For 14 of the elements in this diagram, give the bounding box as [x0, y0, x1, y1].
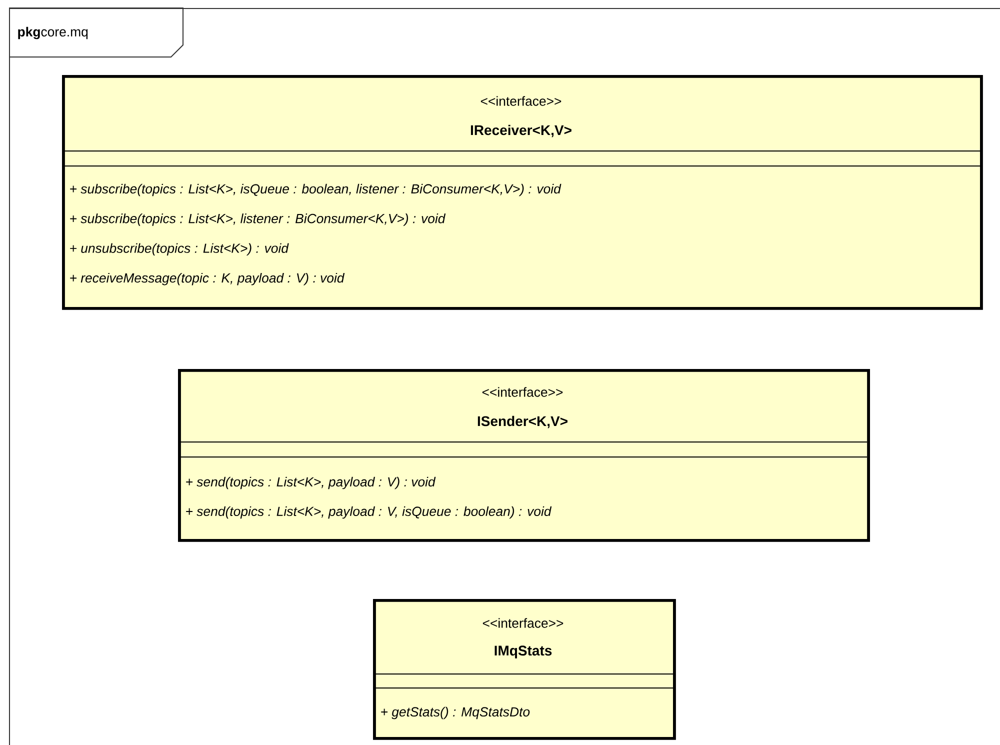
method: + send(topics : List<K>, payload : V, isQueue : boolean) : void: [186, 506, 552, 519]
method: + unsubscribe(topics : List<K>) : void: [70, 243, 289, 256]
stereotype: <<interface>>: [480, 96, 562, 106]
method: + subscribe(topics : List<K>, isQueue : boolean, listener : BiConsumer<K,V>) : void: [70, 184, 562, 196]
method: + getStats() : MqStatsDto: [381, 706, 530, 720]
stereotype: <<interface>>: [482, 618, 564, 628]
interface-name: IMqStats: [494, 646, 552, 658]
stereotype: <<interface>>: [482, 387, 563, 397]
method: + subscribe(topics : List<K>, listener : BiConsumer<K,V>) : void: [70, 214, 446, 226]
package-label: pkgcore.mq: [18, 26, 88, 40]
interface-name: IReceiver<K,V>: [470, 124, 572, 138]
interface-name: ISender<K,V>: [478, 416, 568, 428]
method: + send(topics : List<K>, payload : V) : void: [186, 476, 436, 490]
method: + receiveMessage(topic : K, payload : V) : void: [70, 272, 345, 286]
